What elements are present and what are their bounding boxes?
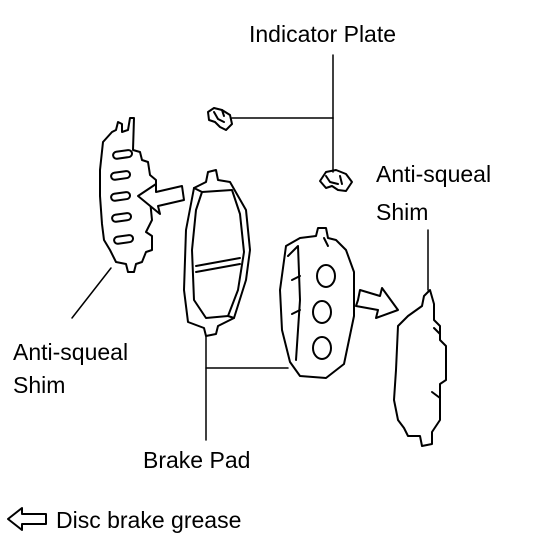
brake-pad-leader [205,335,289,441]
anti-squeal-shim-left-leader [71,267,112,319]
anti-squeal-shim-left-label-line2: Shim [13,372,66,398]
brake-pad-front [183,169,251,337]
indicator-plate-upper [207,107,233,131]
legend-disc-brake-grease: Disc brake grease [56,507,242,533]
brake-pad-rear [279,227,355,379]
anti-squeal-shim-left-label: Anti-squeal [13,339,129,365]
outline-arrow-left-icon [7,507,47,531]
anti-squeal-shim-right [393,289,447,447]
indicator-plate-leader [231,54,334,173]
anti-squeal-shim-left [99,117,157,273]
indicator-plate-lower [319,169,353,192]
anti-squeal-shim-right-label: Anti-squeal [376,161,492,187]
grease-arrow-right-shim [355,287,399,319]
indicator-plate-label: Indicator Plate [249,21,397,47]
brake-pad-label: Brake Pad [143,447,251,473]
anti-squeal-shim-right-label-line2: Shim [376,199,429,225]
grease-arrow-left-shim [137,183,185,215]
